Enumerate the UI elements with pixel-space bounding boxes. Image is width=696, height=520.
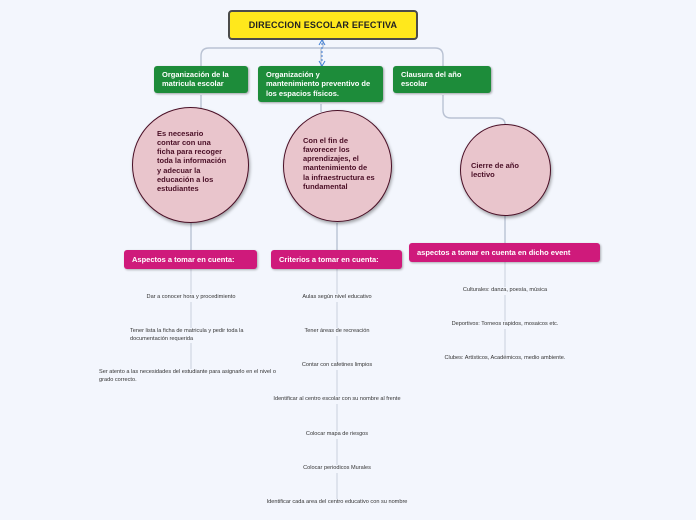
branch-matricula-title: Organización de la matricula escolar	[162, 70, 229, 89]
label-aspectos[interactable]: Aspectos a tomar en cuenta:	[124, 250, 257, 269]
circle-matricula-text: Es necesario contar con una ficha para r…	[157, 129, 227, 193]
list-item[interactable]: Colocar periodicos Murales	[272, 465, 402, 473]
root-topic[interactable]: DIRECCION ESCOLAR EFECTIVA	[228, 10, 418, 40]
circle-espacios[interactable]: Con el fin de favorecer los aprendizajes…	[283, 110, 392, 222]
relation-arrow-icon	[318, 39, 326, 67]
list-item[interactable]: Culturales: danza, poesía, música	[430, 287, 580, 295]
label-evento-text: aspectos a tomar en cuenta en dicho even…	[417, 248, 571, 257]
branch-matricula[interactable]: Organización de la matricula escolar	[154, 66, 248, 93]
circle-espacios-text: Con el fin de favorecer los aprendizajes…	[303, 136, 375, 191]
label-evento[interactable]: aspectos a tomar en cuenta en dicho even…	[409, 243, 600, 262]
list-item[interactable]: Clubes: Artísticos, Académicos, medio am…	[425, 355, 585, 363]
list-item[interactable]: Colocar mapa de riesgos	[272, 431, 402, 439]
circle-clausura-text: Cierre de año lectivo	[471, 161, 519, 180]
branch-espacios-title: Organización y mantenimiento preventivo …	[266, 70, 371, 98]
list-item[interactable]: Contar con cafetines limpios	[272, 362, 402, 370]
list-item[interactable]: Aulas según nivel educativo	[272, 294, 402, 302]
branch-clausura-title: Clausura del año escolar	[401, 70, 462, 89]
list-item[interactable]: Identificar al centro escolar con su nom…	[252, 396, 422, 404]
list-item[interactable]: Ser atento a las necesidades del estudia…	[99, 369, 283, 385]
root-topic-title: DIRECCION ESCOLAR EFECTIVA	[248, 20, 398, 30]
label-criterios-text: Criterios a tomar en cuenta:	[279, 255, 379, 264]
branch-clausura[interactable]: Clausura del año escolar	[393, 66, 491, 93]
list-item[interactable]: Tener áreas de recreación	[272, 328, 402, 336]
list-item[interactable]: Deportivos: Torneos rapidos, mosaicos et…	[430, 321, 580, 329]
circle-clausura[interactable]: Cierre de año lectivo	[460, 124, 551, 216]
circle-matricula[interactable]: Es necesario contar con una ficha para r…	[132, 107, 249, 223]
branch-espacios[interactable]: Organización y mantenimiento preventivo …	[258, 66, 383, 103]
list-item[interactable]: Dar a conocer hora y procedimiento	[128, 294, 254, 302]
label-criterios[interactable]: Criterios a tomar en cuenta:	[271, 250, 402, 269]
label-aspectos-text: Aspectos a tomar en cuenta:	[132, 255, 235, 264]
list-item[interactable]: Tener lista la ficha de matricula y pedi…	[130, 328, 252, 344]
list-item[interactable]: Identificar cada area del centro educati…	[246, 499, 428, 507]
